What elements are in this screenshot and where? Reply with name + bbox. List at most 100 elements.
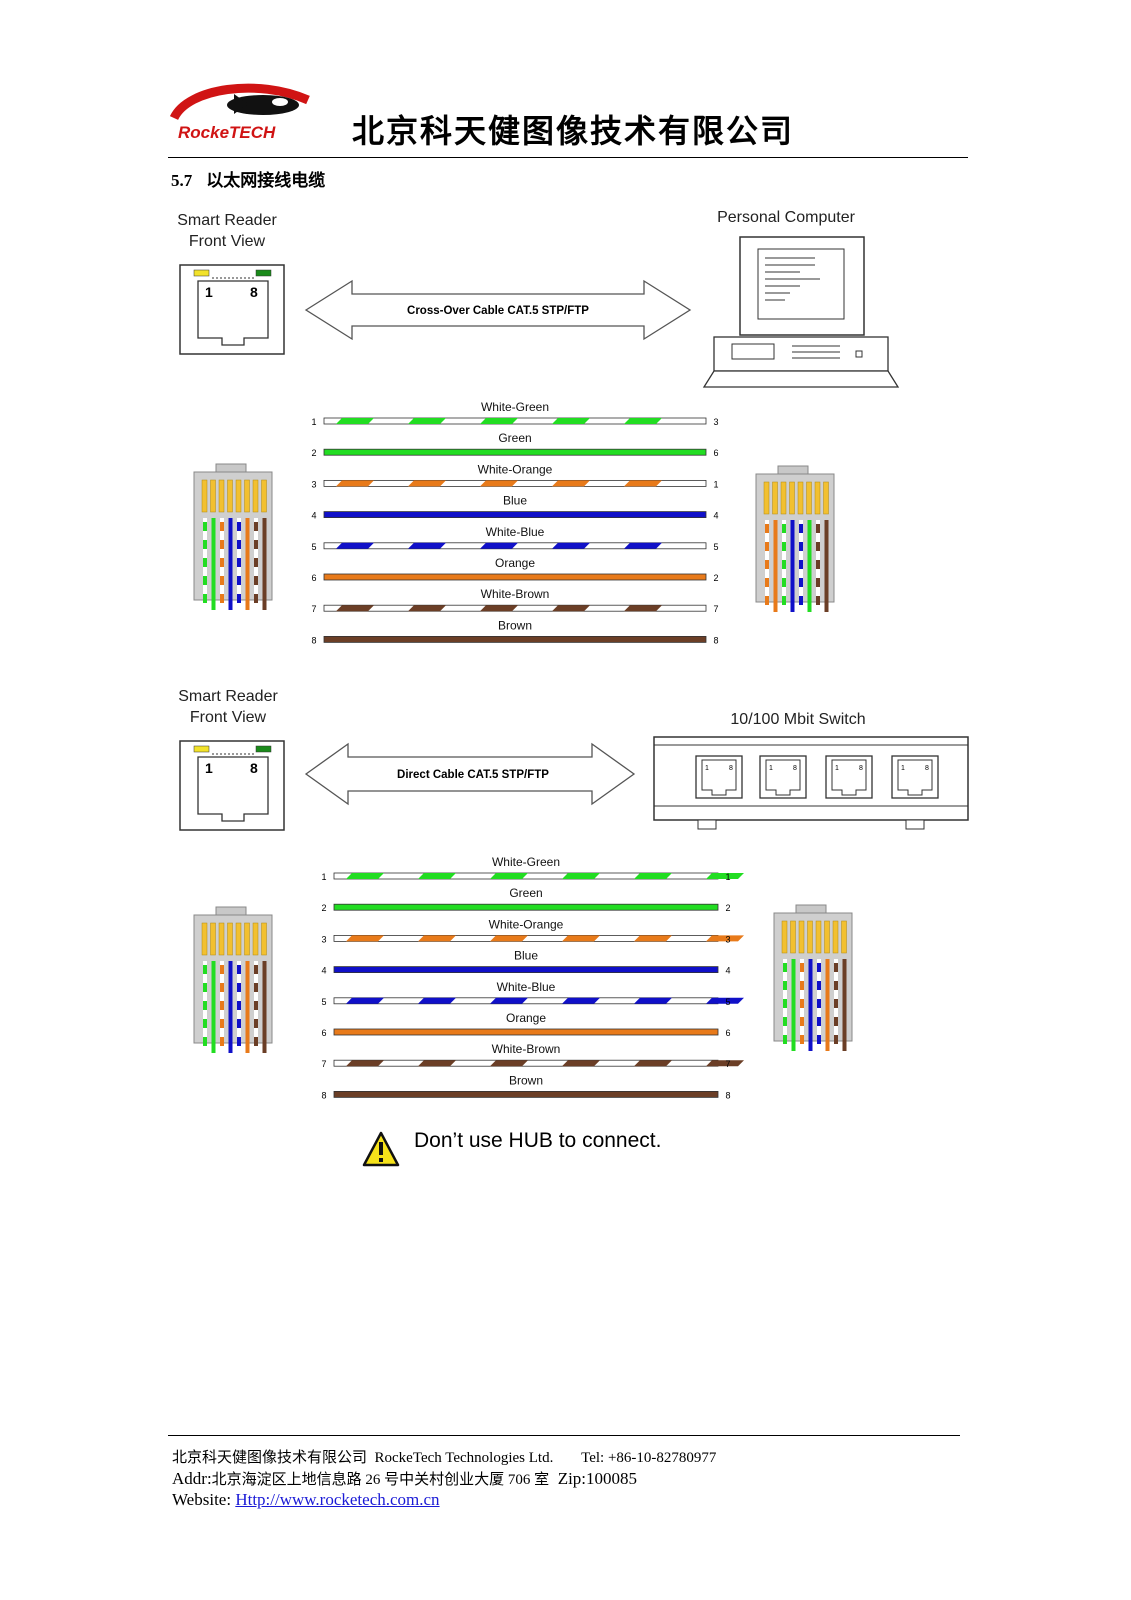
d2-wire-6: Orange 6 6 <box>321 1011 730 1038</box>
d2-wire-label-8: Brown <box>509 1073 543 1087</box>
footer-company-en: RockeTech Technologies Ltd. <box>374 1450 554 1466</box>
d2-wire-5: White-Blue 5 5 <box>321 980 744 1007</box>
d1-left-pin-1: 1 <box>311 417 316 427</box>
d2-left-pin-4: 4 <box>321 966 326 976</box>
footer-divider <box>168 1435 960 1436</box>
d1-wire-3: White-Orange 3 1 <box>311 462 718 489</box>
d2-wire-label-4: Blue <box>514 949 538 963</box>
personal-computer-icon <box>702 236 900 388</box>
svg-text:8: 8 <box>859 765 863 772</box>
d2-wire-3: White-Orange 3 3 <box>321 917 744 944</box>
d1-left-label-line2: Front View <box>188 233 266 250</box>
d2-wire-4: Blue 4 4 <box>321 949 730 976</box>
logo-text: RockeTECH <box>178 123 276 142</box>
d2-right-pin-1: 1 <box>725 872 730 882</box>
section-heading: 5.7 以太网接线电缆 <box>171 166 325 191</box>
d1-right-plug <box>755 465 835 612</box>
d2-wire-label-5: White-Blue <box>497 980 556 994</box>
d1-wire-1: White-Green 1 3 <box>311 400 718 427</box>
section-number: 5.7 <box>171 171 193 190</box>
d2-left-label-line1: Smart Reader <box>178 688 278 705</box>
d2-wire-label-6: Orange <box>506 1011 546 1025</box>
d1-left-label: Smart Reader Front View <box>172 210 282 252</box>
d1-left-label-line1: Smart Reader <box>177 212 277 229</box>
d1-right-pin-3: 1 <box>713 479 718 489</box>
d1-left-pin-8: 8 <box>311 635 316 645</box>
header-divider <box>168 157 968 158</box>
d2-right-plug <box>773 904 853 1051</box>
section-title: 以太网接线电缆 <box>206 171 326 190</box>
d1-jack-front-view: 1 8 <box>179 264 285 355</box>
d2-wire-7: White-Brown 7 7 <box>321 1042 744 1069</box>
d1-right-pin-1: 3 <box>713 417 718 427</box>
d1-left-plug <box>193 463 273 610</box>
d2-wire-label-3: White-Orange <box>489 917 564 931</box>
d2-right-pin-2: 2 <box>725 903 730 913</box>
svg-text:8: 8 <box>729 765 733 772</box>
d1-wire-label-7: White-Brown <box>481 587 550 601</box>
svg-text:8: 8 <box>925 765 929 772</box>
d2-left-pin-6: 6 <box>321 1028 326 1038</box>
d2-right-pin-5: 5 <box>725 997 730 1007</box>
website-link[interactable]: Http://www.rocketech.com.cn <box>235 1490 440 1509</box>
d1-cable-arrow: Cross-Over Cable CAT.5 STP/FTP <box>304 279 692 341</box>
d1-right-pin-4: 4 <box>713 511 718 521</box>
d1-wire-label-3: White-Orange <box>478 462 553 476</box>
d2-left-pin-7: 7 <box>321 1059 326 1069</box>
footer-company: 北京科天健图像技术有限公司 RockeTech Technologies Ltd… <box>172 1446 716 1467</box>
footer-addr: 北京海淀区上地信息路 26 号中关村创业大厦 706 室 <box>211 1472 550 1488</box>
d2-jack-pin8: 8 <box>250 760 258 776</box>
footer-zip: Zip:100085 <box>557 1469 638 1488</box>
rocketech-logo: RockeTECH <box>169 83 310 142</box>
d2-left-pin-2: 2 <box>321 903 326 913</box>
d2-jack-pin1: 1 <box>205 760 213 776</box>
company-name: 北京科天健图像技术有限公司 <box>352 112 795 150</box>
d1-wire-8: Brown 8 8 <box>311 618 718 645</box>
d2-cable-arrow: Direct Cable CAT.5 STP/FTP <box>304 742 636 806</box>
footer-website-prefix: Website: <box>172 1490 232 1509</box>
d2-wire-label-7: White-Brown <box>492 1042 561 1056</box>
svg-text:1: 1 <box>835 765 839 772</box>
d2-left-label: Smart Reader Front View <box>172 686 284 728</box>
d2-right-pin-7: 7 <box>725 1059 730 1069</box>
d1-right-pin-8: 8 <box>713 635 718 645</box>
d2-wire-label-2: Green <box>509 886 542 900</box>
d1-wire-label-8: Brown <box>498 618 532 632</box>
d1-jack-pin8: 8 <box>250 284 258 300</box>
d1-left-pin-7: 7 <box>311 604 316 614</box>
d2-right-pin-4: 4 <box>725 966 730 976</box>
d1-left-pin-2: 2 <box>311 448 316 458</box>
d2-jack-front-view: 1 8 <box>179 740 285 831</box>
d2-right-pin-8: 8 <box>725 1090 730 1100</box>
d1-wire-label-6: Orange <box>495 556 535 570</box>
d2-left-pin-3: 3 <box>321 934 326 944</box>
d1-left-pin-3: 3 <box>311 479 316 489</box>
d2-left-label-line2: Front View <box>189 709 267 726</box>
d1-left-pin-4: 4 <box>311 511 316 521</box>
d2-left-pin-5: 5 <box>321 997 326 1007</box>
d1-wire-label-4: Blue <box>503 494 527 508</box>
d2-wire-2: Green 2 2 <box>321 886 730 913</box>
footer-address: Addr:北京海淀区上地信息路 26 号中关村创业大厦 706 室 Zip:10… <box>172 1468 637 1489</box>
d1-wire-label-1: White-Green <box>481 400 549 414</box>
d2-right-pin-6: 6 <box>725 1028 730 1038</box>
warning-triangle-icon <box>362 1131 400 1167</box>
d2-right-pin-3: 3 <box>725 934 730 944</box>
d2-cable-label: Direct Cable CAT.5 STP/FTP <box>397 769 549 781</box>
d1-jack-pin1: 1 <box>205 284 213 300</box>
warning-text: Don’t use HUB to connect. <box>414 1129 662 1152</box>
d1-right-pin-2: 6 <box>713 448 718 458</box>
d2-left-pin-1: 1 <box>321 872 326 882</box>
footer-company-cn: 北京科天健图像技术有限公司 <box>172 1450 368 1466</box>
d1-right-label: Personal Computer <box>717 209 855 226</box>
d1-right-pin-5: 5 <box>713 542 718 552</box>
